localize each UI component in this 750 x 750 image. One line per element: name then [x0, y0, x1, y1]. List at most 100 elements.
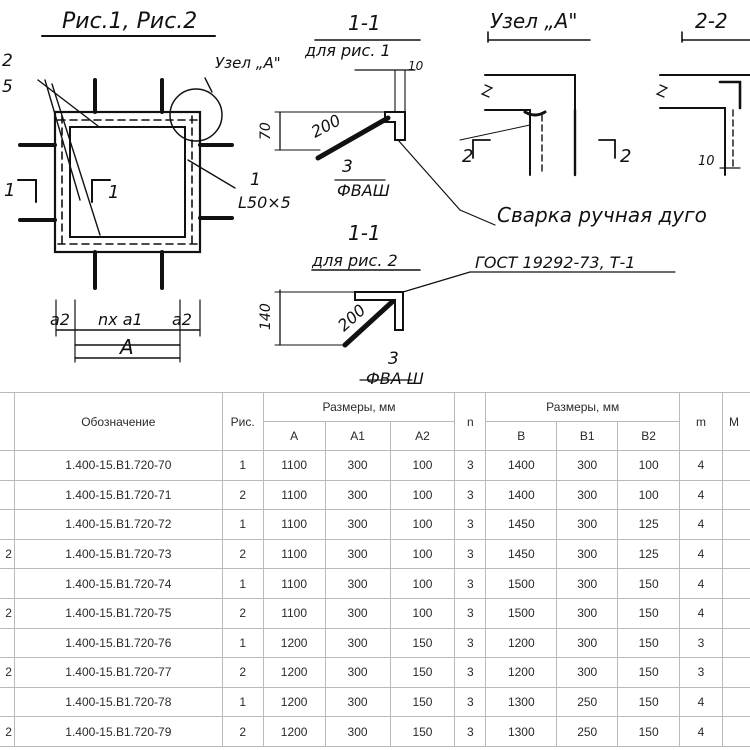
cell-first	[0, 479, 15, 511]
cell-first	[0, 627, 15, 659]
cell-A2: 100	[389, 568, 456, 599]
sizes-a-header: Размеры, мм	[262, 392, 456, 422]
cell-fig: 2	[221, 716, 264, 747]
col-A1-header: A1	[324, 421, 391, 451]
cell-designation: 1.400-15.В1.720-77	[13, 657, 223, 688]
cell-n: 3	[454, 509, 487, 540]
cell-first	[0, 568, 15, 599]
cell-n: 3	[454, 538, 487, 570]
cell-m: 3	[679, 657, 723, 688]
cell-fig: 1	[221, 686, 264, 718]
col-first-header	[0, 392, 15, 451]
cell-A: 1100	[262, 538, 326, 570]
cell-A: 1100	[262, 479, 326, 511]
col-A-header: A	[262, 421, 326, 451]
cell-m: 4	[679, 479, 723, 511]
frame-outer	[53, 110, 202, 254]
cell-A: 1100	[262, 509, 326, 540]
cell-fig: 1	[221, 509, 264, 540]
cell-B2: 150	[617, 716, 681, 747]
cell-designation: 1.400-15.В1.720-71	[13, 479, 223, 511]
cell-m: 4	[679, 686, 723, 718]
cell-A2: 100	[389, 538, 456, 570]
cell-A1: 300	[324, 627, 391, 659]
dim-10-b: 10	[698, 154, 715, 169]
cut-mark-right: 1	[108, 182, 119, 203]
cell-B1: 300	[556, 509, 619, 540]
cell-designation: 1.400-15.В1.720-73	[13, 538, 223, 570]
node-a-title: Узел „А"	[490, 9, 578, 33]
cell-B: 1300	[485, 686, 558, 718]
cell-last	[721, 568, 750, 599]
cell-n: 3	[454, 479, 487, 511]
cell-n: 3	[454, 597, 487, 629]
header-row-2: A A1 A2 B B1 B2	[0, 421, 750, 451]
cell-designation: 1.400-15.В1.720-75	[13, 597, 223, 629]
cell-fig: 2	[221, 597, 264, 629]
cell-B2: 150	[617, 686, 681, 718]
cut-mark-left: 1	[4, 180, 15, 201]
cell-B1: 300	[556, 450, 619, 481]
drawing-canvas: Рис.1, Рис.2 1-1 для рис. 1 Узел „А" 2-2…	[2, 9, 750, 388]
section-1-1-title-b: 1-1	[348, 221, 381, 245]
cell-A2: 150	[389, 657, 456, 688]
cell-B: 1200	[485, 657, 558, 688]
cell-B1: 250	[556, 686, 619, 718]
cell-first	[0, 509, 15, 540]
col-designation-header: Обозначение	[13, 392, 223, 451]
left-mark-bottom: 5	[2, 77, 13, 97]
cell-n: 3	[454, 450, 487, 481]
cell-last	[721, 509, 750, 540]
col-last-header: М	[721, 392, 750, 451]
cell-fig: 1	[221, 568, 264, 599]
section-2-2-title: 2-2	[695, 9, 728, 33]
col-n-header: n	[454, 392, 487, 451]
cell-B: 1400	[485, 450, 558, 481]
weld-note: Сварка ручная дуго	[497, 203, 707, 227]
cell-B1: 250	[556, 716, 619, 747]
cell-A: 1100	[262, 568, 326, 599]
cell-designation: 1.400-15.В1.720-70	[13, 450, 223, 481]
cell-A: 1200	[262, 716, 326, 747]
cell-designation: 1.400-15.В1.720-72	[13, 509, 223, 540]
cell-A1: 300	[324, 597, 391, 629]
cell-designation: 1.400-15.В1.720-79	[13, 716, 223, 747]
frame-inner	[69, 126, 186, 238]
cell-A1: 300	[324, 538, 391, 570]
cell-A1: 300	[324, 686, 391, 718]
header-row-1: Обозначение Рис. Размеры, мм n Размеры, …	[0, 392, 750, 451]
rod-type-a: ФВАШ	[337, 181, 390, 200]
cell-m: 4	[679, 509, 723, 540]
dim-a2-right: a2	[172, 310, 192, 329]
angle-profile: L50×5	[238, 193, 291, 212]
cell-last	[721, 450, 750, 481]
cell-A: 1100	[262, 597, 326, 629]
node-a-circle	[169, 88, 223, 142]
cell-first: 2	[0, 597, 15, 629]
cell-B2: 150	[617, 657, 681, 688]
cell-B: 1500	[485, 568, 558, 599]
col-B2-header: B2	[617, 421, 681, 451]
cell-A2: 100	[389, 450, 456, 481]
dim-200-a: 200	[308, 110, 344, 141]
cell-B1: 300	[556, 597, 619, 629]
rod-no-a: 3	[342, 157, 353, 177]
cell-B: 1450	[485, 509, 558, 540]
cell-B: 1450	[485, 538, 558, 570]
technical-drawing: Рис.1, Рис.2 1-1 для рис. 1 Узел „А" 2-2…	[2, 9, 750, 388]
cell-B2: 100	[617, 450, 681, 481]
cell-last	[721, 538, 750, 570]
rod-fig1	[315, 115, 391, 161]
dim-n-a1: nx a1	[98, 310, 143, 329]
dim-70: 70	[258, 122, 274, 140]
cell-m: 4	[679, 568, 723, 599]
cell-fig: 1	[221, 627, 264, 659]
cell-B2: 125	[617, 509, 681, 540]
